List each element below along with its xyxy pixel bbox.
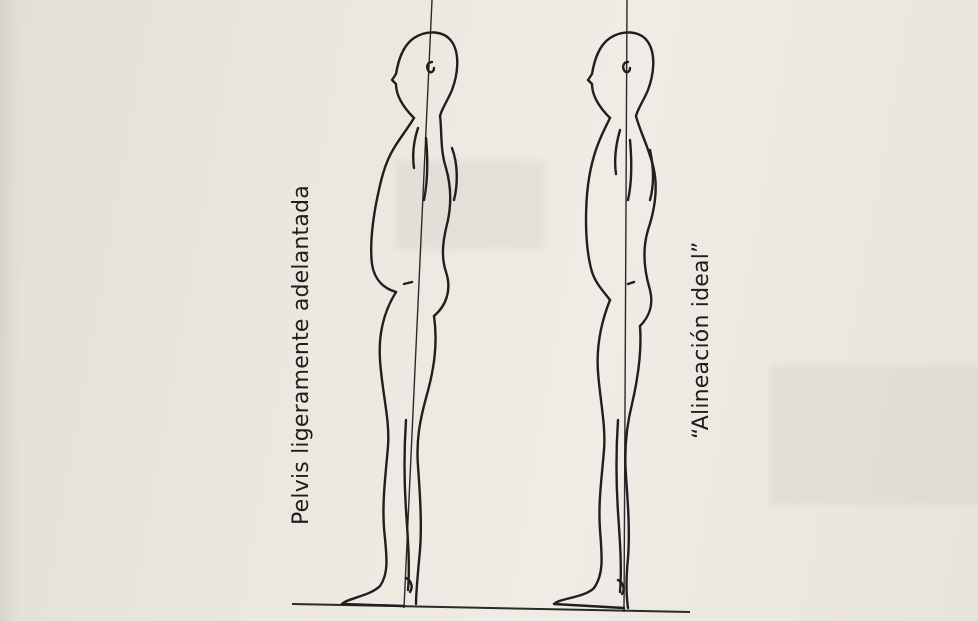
caption-pelvis-forward: Pelvis ligeramente adelantada xyxy=(289,185,314,525)
figure-pelvis-forward xyxy=(342,32,457,606)
caption-ideal-alignment: “Alineación ideal” xyxy=(689,241,714,439)
figure-ideal-alignment xyxy=(554,32,656,608)
plumb-line-left xyxy=(404,0,432,608)
plumb-line-right xyxy=(624,0,627,612)
